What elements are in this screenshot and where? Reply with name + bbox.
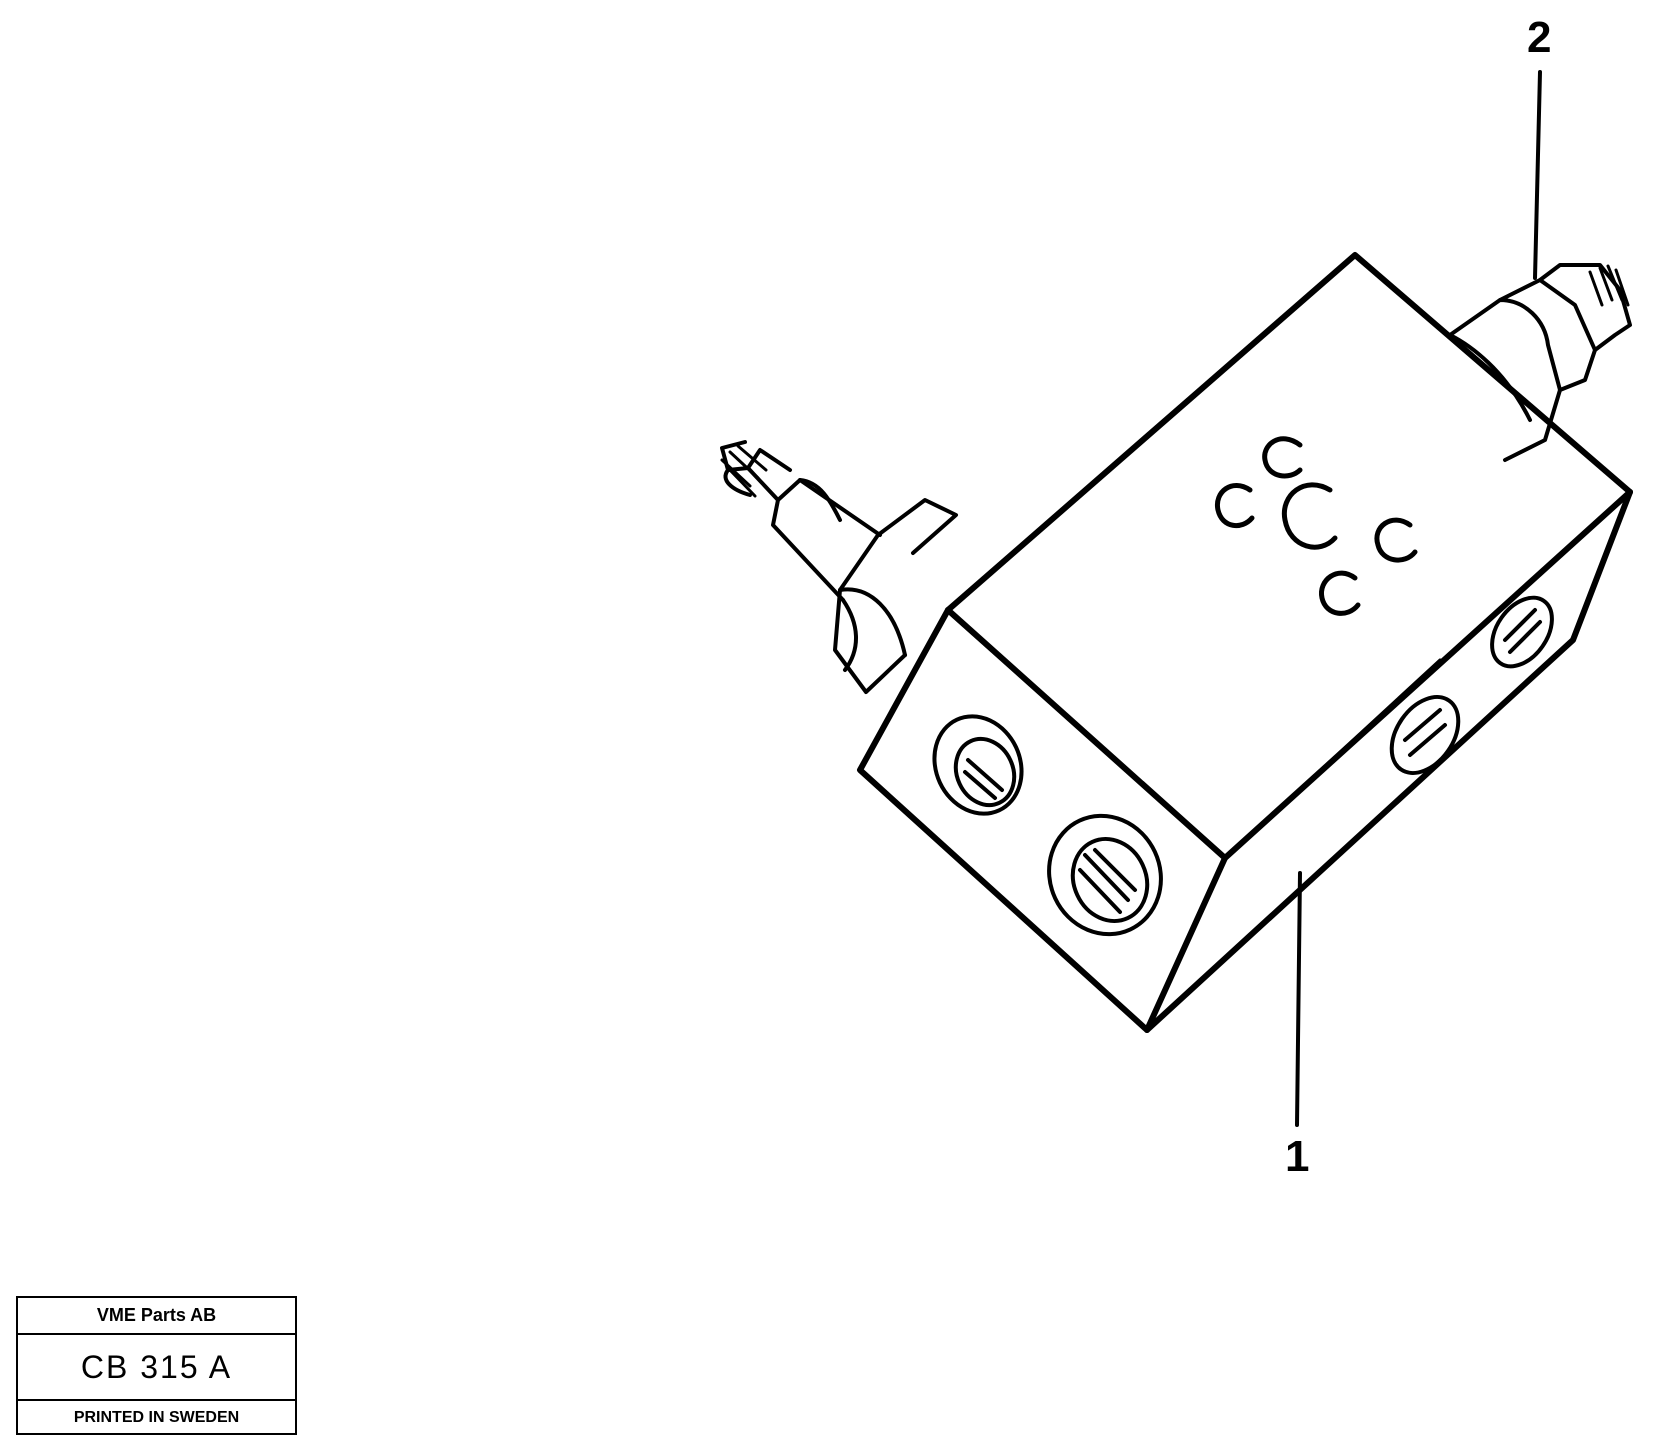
callout-label-1: 1 xyxy=(1285,1132,1310,1181)
top-holes xyxy=(1214,436,1418,616)
left-fitting xyxy=(720,440,958,694)
drawing-code: CB 315 A xyxy=(18,1335,295,1401)
valve-block xyxy=(857,252,1633,1033)
front-ports xyxy=(932,714,1163,937)
leader-line-1 xyxy=(1295,871,1302,1127)
title-block-stamp: VME Parts AB CB 315 A PRINTED IN SWEDEN xyxy=(16,1296,297,1435)
printed-in-label: PRINTED IN SWEDEN xyxy=(73,1408,240,1426)
callout-label-2: 2 xyxy=(1527,13,1552,62)
side-ports xyxy=(1389,595,1554,775)
company-name: VME Parts AB xyxy=(18,1298,295,1335)
leader-line-2 xyxy=(1533,70,1542,280)
right-fitting xyxy=(1448,263,1632,462)
